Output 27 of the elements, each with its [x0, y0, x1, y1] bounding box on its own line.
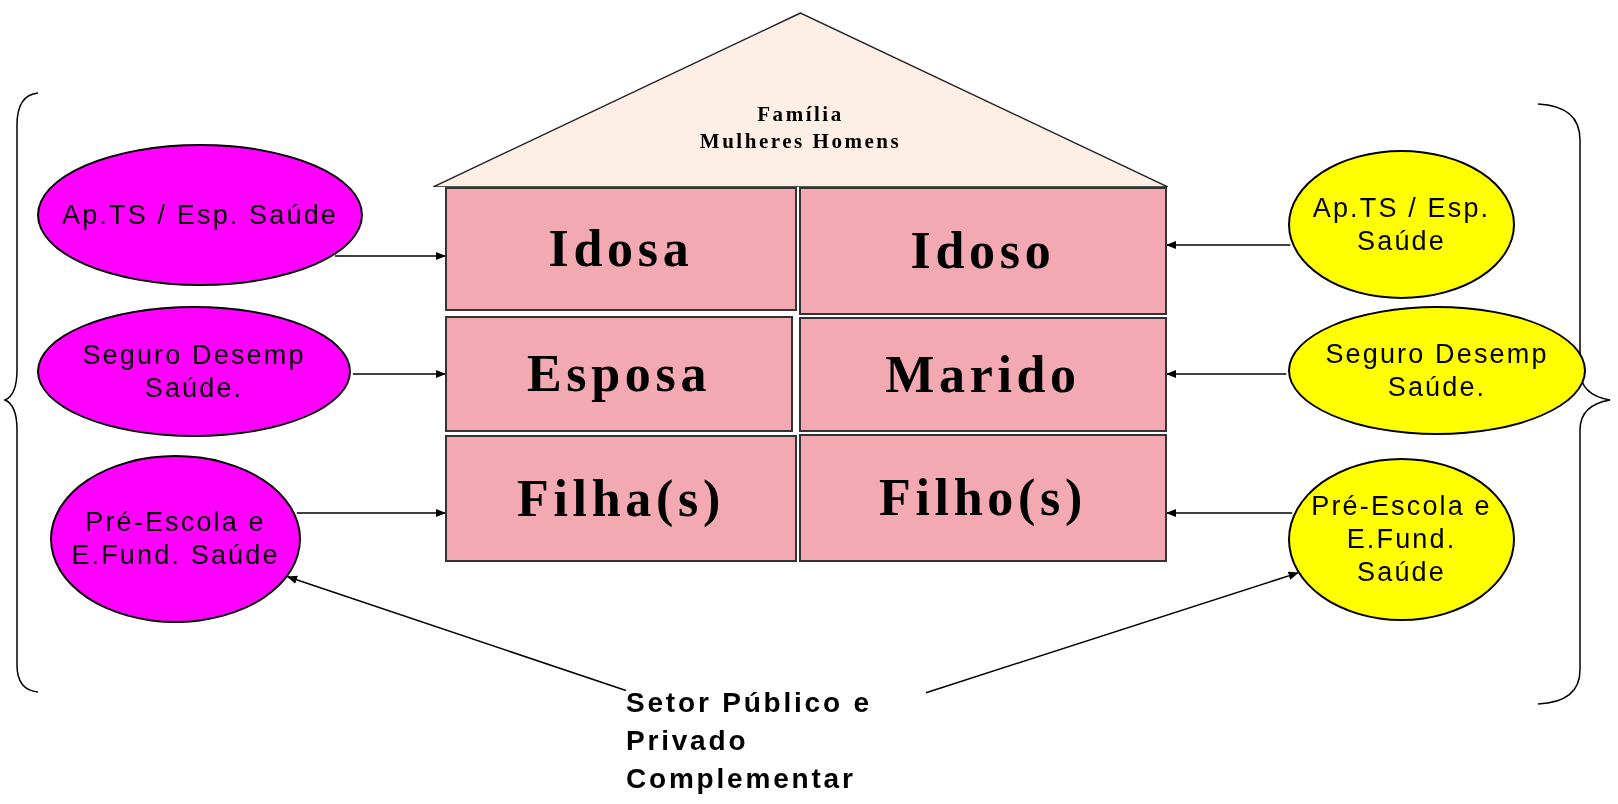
family-member-box [445, 187, 797, 311]
service-ellipse: Seguro Desemp Saúde. [37, 306, 351, 437]
member-name: Esposa [526, 344, 712, 404]
family-member-box [445, 316, 793, 432]
member-name: Idosa [548, 219, 694, 279]
sector-label: Setor Público e Privado Complementar [626, 684, 926, 798]
roof-text: Mulheres Homens [699, 128, 902, 155]
family-member-box [799, 317, 1167, 432]
service-ellipse: Ap.TS / Esp. Saúde [1288, 150, 1515, 299]
arrow [925, 571, 1299, 694]
family-member-box [799, 434, 1167, 562]
arrow [352, 369, 447, 379]
service-ellipse: Pré-Escola e E.Fund. Saúde [50, 455, 301, 623]
roof-text: Família [757, 101, 844, 128]
member-name: Idoso [910, 221, 1056, 281]
arrow [334, 251, 447, 261]
family-member-box [445, 435, 797, 562]
service-ellipse: Pré-Escola e E.Fund. Saúde [1288, 458, 1515, 621]
member-name: Filho(s) [879, 468, 1087, 528]
member-name: Marido [885, 344, 1081, 405]
member-name: Filha(s) [517, 468, 725, 529]
service-ellipse: Ap.TS / Esp. Saúde [37, 144, 363, 286]
family-member-box [799, 187, 1167, 315]
house-roof [433, 12, 1168, 187]
service-ellipse: Seguro Desemp Saúde. [1288, 306, 1586, 435]
arrow [286, 575, 627, 692]
arrow [296, 508, 447, 518]
